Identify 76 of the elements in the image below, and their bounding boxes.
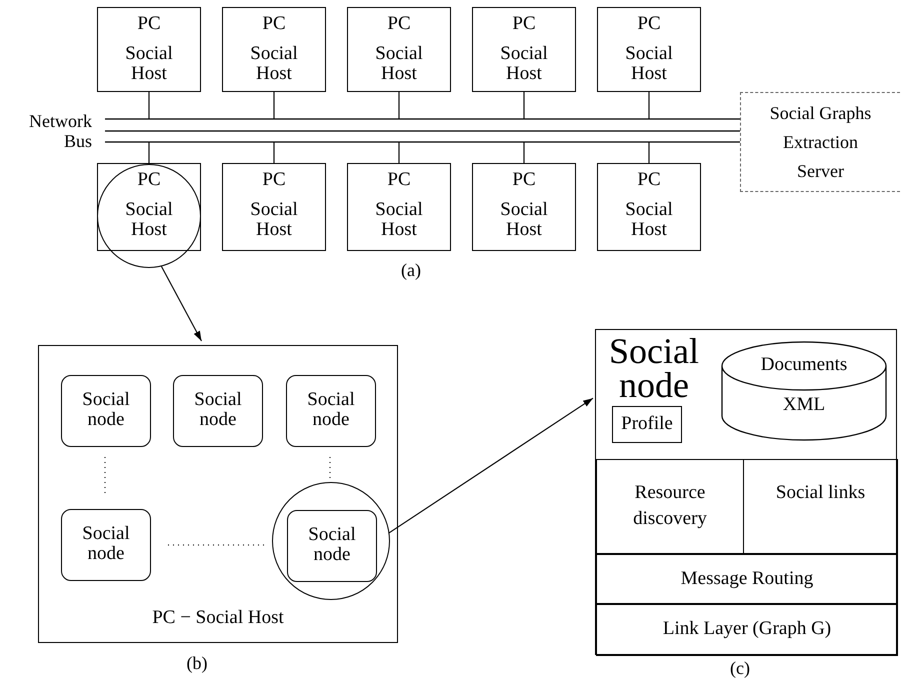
node-label: PC bbox=[511, 170, 537, 190]
node-label: Social Host bbox=[624, 44, 674, 84]
node-label: PC bbox=[261, 170, 287, 190]
highlight-circle bbox=[272, 482, 390, 600]
highlight-circle bbox=[97, 164, 201, 268]
node-label: Profile bbox=[620, 414, 674, 434]
node-label: Social node bbox=[193, 390, 243, 430]
node-label: Social Host bbox=[374, 44, 424, 84]
connector-line bbox=[398, 142, 400, 163]
arrow bbox=[161, 266, 202, 342]
connector-line bbox=[523, 92, 525, 119]
node-label: Social Host bbox=[499, 200, 549, 240]
node-label: XML bbox=[782, 395, 826, 415]
pc-box bbox=[472, 7, 576, 92]
social-node-panel bbox=[595, 329, 897, 655]
node-label: PC bbox=[386, 14, 412, 34]
pc-box bbox=[347, 163, 451, 251]
connector-line bbox=[523, 142, 525, 163]
node-label: Documents bbox=[760, 355, 848, 375]
node-label: PC bbox=[636, 14, 662, 34]
node-label: Social Host bbox=[624, 200, 674, 240]
node-label: Social Graphs Extraction Server bbox=[768, 102, 872, 183]
layer-band bbox=[743, 459, 898, 554]
node-label: Resource discovery bbox=[632, 481, 708, 531]
node-label: Social Host bbox=[499, 44, 549, 84]
layer-band bbox=[596, 554, 898, 604]
connector-line bbox=[398, 92, 400, 119]
profile-box bbox=[612, 406, 682, 443]
node-label: PC bbox=[136, 14, 162, 34]
panel-label: (a) bbox=[401, 260, 421, 280]
social-node-box bbox=[286, 375, 376, 447]
connector-line bbox=[273, 142, 275, 163]
node-label: Link Layer (Graph G) bbox=[662, 619, 832, 639]
pc-box bbox=[347, 7, 451, 92]
panel-label: (c) bbox=[730, 658, 750, 678]
host-box bbox=[38, 345, 398, 643]
node-label: PC − Social Host bbox=[151, 608, 285, 628]
connector-line bbox=[648, 142, 650, 163]
server-box bbox=[740, 92, 900, 192]
connector-line bbox=[273, 92, 275, 119]
node-label: PC bbox=[636, 170, 662, 190]
pc-box bbox=[472, 163, 576, 251]
node-label: Social node bbox=[81, 390, 131, 430]
pc-box bbox=[222, 7, 326, 92]
connector-line bbox=[648, 92, 650, 119]
node-label: Social Host bbox=[249, 44, 299, 84]
social-node-box bbox=[61, 375, 151, 447]
node-label: Social Host bbox=[124, 44, 174, 84]
node-label: Social Host bbox=[374, 200, 424, 240]
node-label: Social node bbox=[608, 334, 700, 402]
pc-box bbox=[597, 7, 701, 92]
pc-box bbox=[222, 163, 326, 251]
node-label: PC bbox=[261, 14, 287, 34]
node-label: Social Host bbox=[249, 200, 299, 240]
node-label: Social links bbox=[774, 481, 866, 505]
social-node-box bbox=[287, 510, 377, 582]
node-label: Network Bus bbox=[28, 111, 92, 151]
layer-band bbox=[596, 604, 898, 656]
connector-line bbox=[148, 142, 150, 163]
node-label: PC bbox=[511, 14, 537, 34]
node-label: Message Routing bbox=[680, 569, 814, 589]
node-label: Social node bbox=[307, 525, 357, 565]
pc-box bbox=[597, 163, 701, 251]
pc-box bbox=[97, 7, 201, 92]
node-label: Social Host bbox=[124, 200, 174, 240]
database-cylinder bbox=[721, 341, 887, 441]
connector-line bbox=[148, 92, 150, 119]
arrow bbox=[388, 398, 594, 534]
node-label: Social node bbox=[306, 390, 356, 430]
node-label: Social node bbox=[81, 524, 131, 564]
node-label: PC bbox=[136, 170, 162, 190]
node-label: PC bbox=[386, 170, 412, 190]
social-node-box bbox=[61, 509, 151, 581]
panel-label: (b) bbox=[186, 653, 208, 673]
social-node-box bbox=[173, 375, 263, 447]
layer-band bbox=[596, 459, 744, 554]
